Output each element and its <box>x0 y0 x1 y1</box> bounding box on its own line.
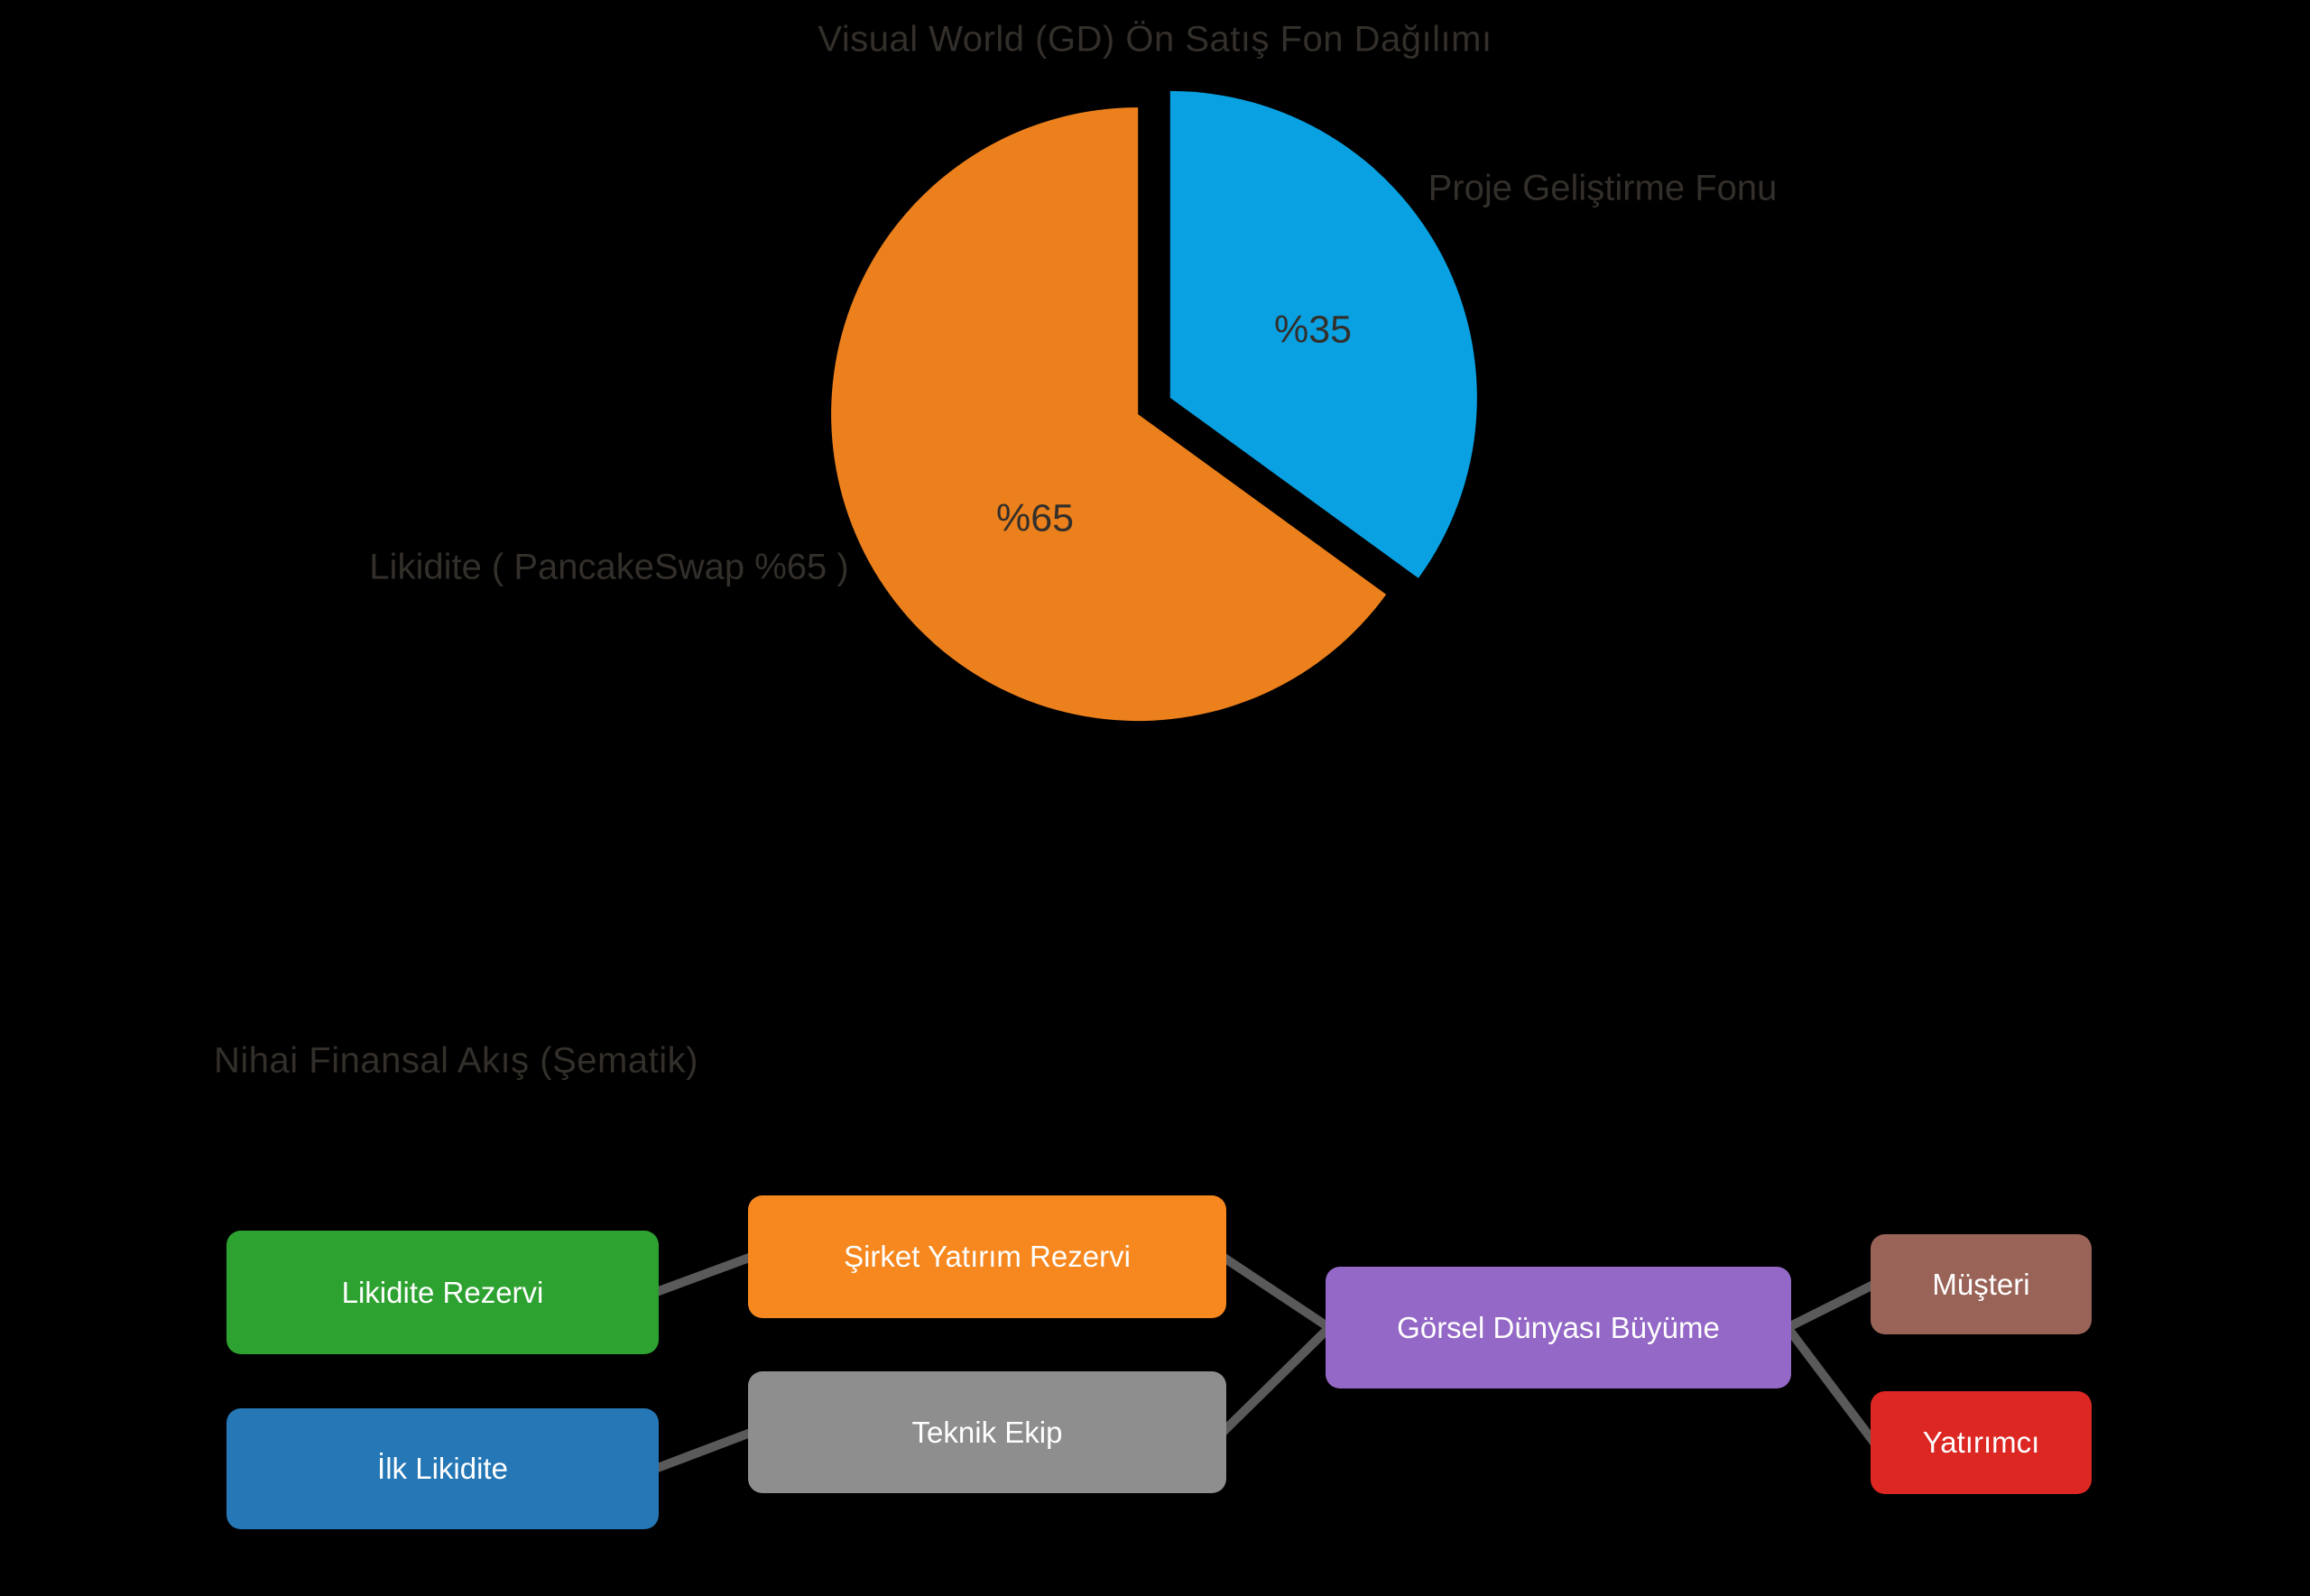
flow-node-ilk-likidite: İlk Likidite <box>226 1408 659 1529</box>
flow-connector <box>1785 1280 1877 1332</box>
flow-connector <box>653 1427 753 1473</box>
flow-node-yatirimci: Yatırımcı <box>1871 1391 2092 1494</box>
flow-node-gorsel-dunyasi-buyume: Görsel Dünyası Büyüme <box>1326 1267 1791 1388</box>
flow-title: Nihai Finansal Akış (Şematik) <box>214 1040 698 1081</box>
connector-layer <box>653 1252 1878 1473</box>
flow-connector <box>1220 1252 1332 1332</box>
pie-slice-likidite <box>831 107 1387 722</box>
flow-connector <box>1219 1324 1333 1436</box>
flow-node-label: Görsel Dünyası Büyüme <box>1397 1310 1720 1344</box>
pie <box>831 90 1477 722</box>
flow-connector <box>1784 1324 1878 1446</box>
flow-node-label: Teknik Ekip <box>911 1415 1063 1449</box>
pie-value-proje-gelistirme: %35 <box>1273 308 1353 352</box>
flow-node-sirket-yatirim-rezervi: Şirket Yatırım Rezervi <box>748 1195 1226 1318</box>
pie-chart-title: Visual World (GD) Ön Satış Fon Dağılımı <box>818 19 1492 60</box>
flow-node-musteri: Müşteri <box>1871 1234 2092 1334</box>
flow-node-teknik-ekip: Teknik Ekip <box>748 1371 1226 1493</box>
pie-label-proje-gelistirme: Proje Geliştirme Fonu <box>1428 168 1778 208</box>
flow-node-label: İlk Likidite <box>377 1452 508 1485</box>
flow-node-label: Likidite Rezervi <box>341 1275 544 1309</box>
flow-node-label: Şirket Yatırım Rezervi <box>844 1240 1131 1273</box>
pie-label-likidite: Likidite ( PancakeSwap %65 ) <box>369 547 849 587</box>
flow-node-likidite-rezervi: Likidite Rezervi <box>226 1231 659 1354</box>
pie-value-likidite: %65 <box>995 496 1075 540</box>
flow-node-label: Müşteri <box>1932 1267 2030 1301</box>
flow-node-label: Yatırımcı <box>1922 1425 2040 1459</box>
flow-connector <box>653 1252 753 1297</box>
pie-slice-proje-gelistirme <box>1169 90 1477 578</box>
